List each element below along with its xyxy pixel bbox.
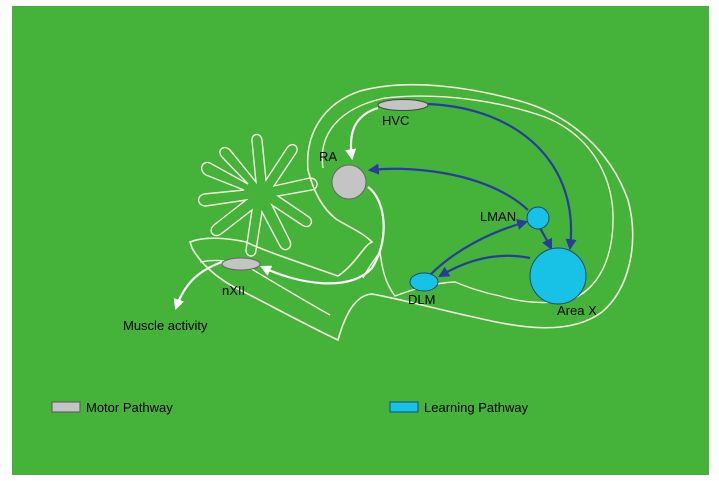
arrow-areax-to-dlm: [438, 254, 531, 278]
hvc-label: HVC: [382, 113, 409, 128]
area-x-nucleus: [529, 247, 587, 305]
arrow-hvc-to-ra: [345, 106, 379, 161]
ra-nucleus: [331, 164, 367, 200]
arrow-nxii-to-muscle: [173, 260, 223, 311]
hvc-nucleus: [377, 99, 429, 111]
ra-label: RA: [319, 149, 337, 164]
diagram-background: [12, 6, 709, 475]
arrow-dlm-to-lman: [429, 219, 529, 276]
cerebellum-outline: [197, 133, 318, 257]
dlm-nucleus: [409, 272, 439, 292]
arrow-ra-to-nxii: [260, 186, 385, 285]
learning-pathway-legend-label: Learning Pathway: [424, 400, 529, 415]
nxii-nucleus: [221, 257, 261, 271]
area-x-label: Area X: [557, 303, 597, 318]
dlm-label: DLM: [408, 292, 435, 307]
lman-nucleus: [526, 206, 550, 230]
learning-pathway-swatch: [389, 401, 419, 413]
arrow-hvc-to-areax: [427, 102, 577, 251]
muscle-activity-label: Muscle activity: [123, 318, 208, 333]
lman-label: LMAN: [480, 209, 516, 224]
arrow-lman-to-ra: [367, 163, 529, 211]
motor-pathway-legend-label: Motor Pathway: [86, 400, 173, 415]
brain-outline: [189, 83, 634, 342]
arrow-lman-to-areax: [539, 227, 552, 250]
nxii-label: nXII: [222, 283, 245, 298]
motor-pathway-swatch: [51, 401, 81, 413]
